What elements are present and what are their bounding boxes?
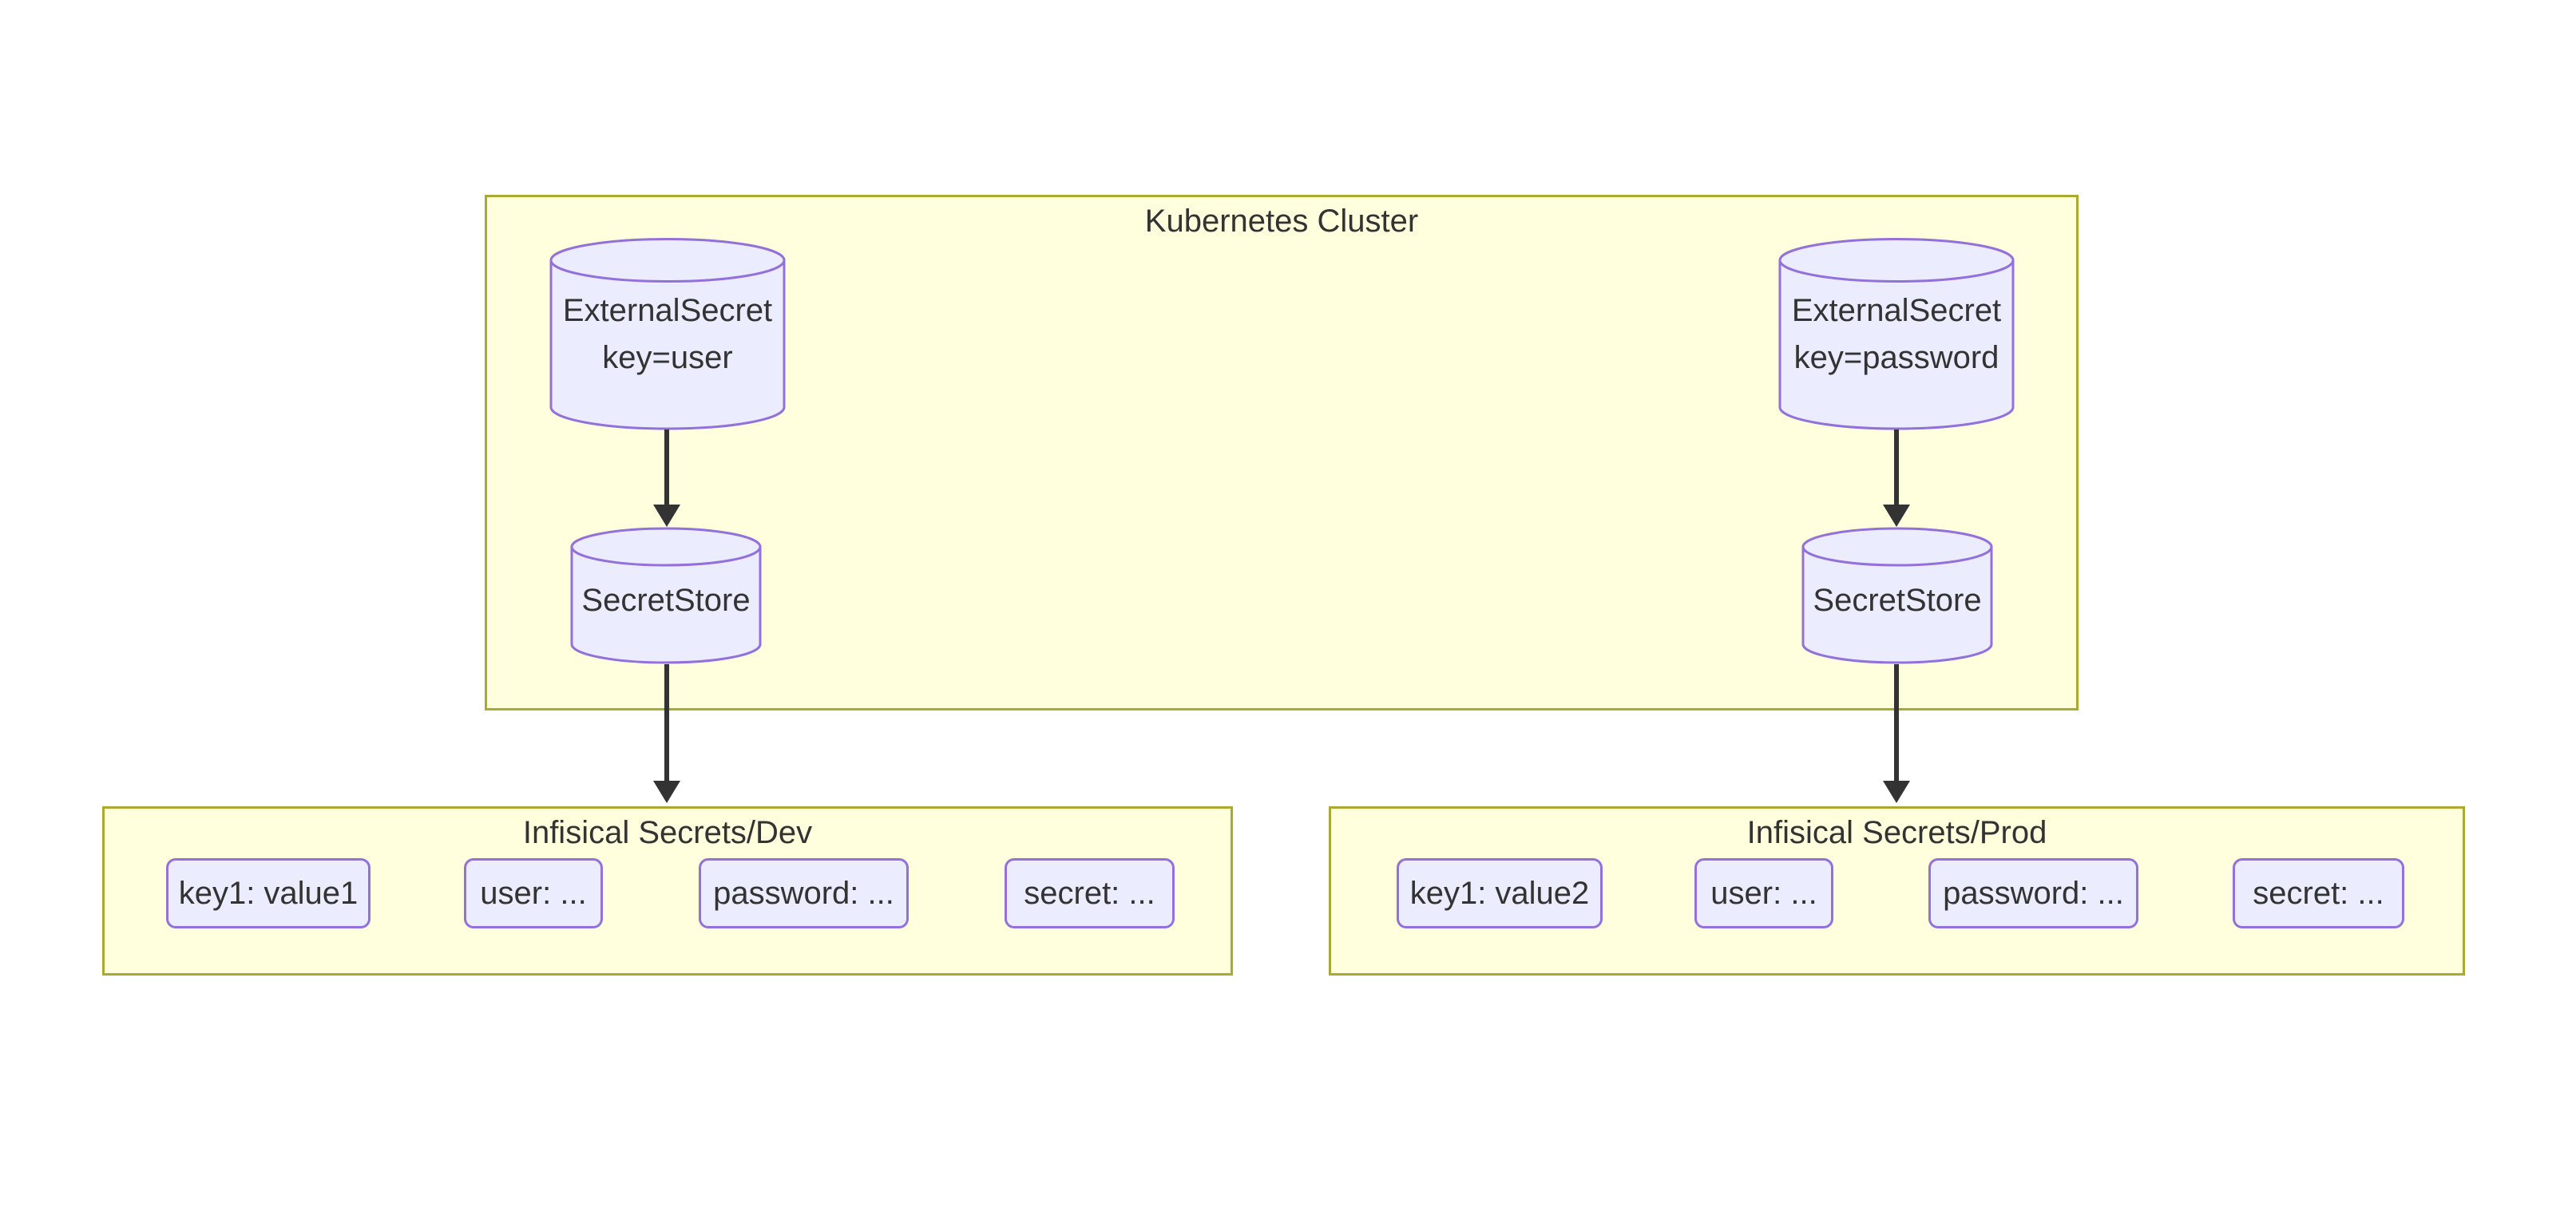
arrow-es-password-to-secretstore-icon bbox=[1883, 429, 1910, 527]
infisical-prod-title: Infisical Secrets/Prod bbox=[1746, 815, 2047, 850]
node-label-line2: key=password bbox=[1793, 340, 1999, 375]
prod-item-user: user: ... bbox=[1694, 858, 1833, 928]
dev-item-secret: secret: ... bbox=[1005, 858, 1175, 928]
node-secretstore-dev: SecretStore bbox=[570, 527, 762, 664]
arrow-secretstore-to-prod-icon bbox=[1883, 664, 1910, 803]
node-externalsecret-password: ExternalSecret key=password bbox=[1778, 238, 2015, 431]
node-label-line1: ExternalSecret bbox=[1791, 293, 2002, 328]
node-label-line1: ExternalSecret bbox=[562, 293, 773, 328]
node-label: SecretStore bbox=[570, 527, 762, 664]
prod-item-secret: secret: ... bbox=[2233, 858, 2404, 928]
node-label: SecretStore bbox=[1801, 527, 1993, 664]
arrow-secretstore-to-dev-icon bbox=[653, 664, 680, 803]
node-label-line1: SecretStore bbox=[1813, 582, 1982, 618]
cylinder-icon bbox=[549, 238, 786, 430]
dev-item-password: password: ... bbox=[699, 858, 909, 928]
dev-item-key1: key1: value1 bbox=[166, 858, 371, 928]
node-externalsecret-user: ExternalSecret key=user bbox=[549, 238, 786, 431]
kubernetes-cluster-title: Kubernetes Cluster bbox=[1144, 204, 1419, 239]
cylinder-icon bbox=[1778, 238, 2015, 430]
prod-item-password: password: ... bbox=[1928, 858, 2138, 928]
prod-item-key1: key1: value2 bbox=[1397, 858, 1603, 928]
arrow-es-user-to-secretstore-icon bbox=[653, 429, 680, 527]
dev-item-user: user: ... bbox=[464, 858, 603, 928]
node-label: ExternalSecret key=user bbox=[549, 238, 786, 431]
infisical-dev-box: Infisical Secrets/Dev key1: value1 user:… bbox=[102, 806, 1233, 976]
infisical-prod-box: Infisical Secrets/Prod key1: value2 user… bbox=[1329, 806, 2465, 976]
node-label-line1: SecretStore bbox=[581, 582, 751, 618]
node-label: ExternalSecret key=password bbox=[1778, 238, 2015, 431]
infisical-dev-title: Infisical Secrets/Dev bbox=[522, 815, 813, 850]
cylinder-icon bbox=[570, 527, 762, 664]
node-secretstore-prod: SecretStore bbox=[1801, 527, 1993, 664]
node-label-line2: key=user bbox=[602, 340, 733, 375]
cylinder-icon bbox=[1801, 527, 1993, 664]
